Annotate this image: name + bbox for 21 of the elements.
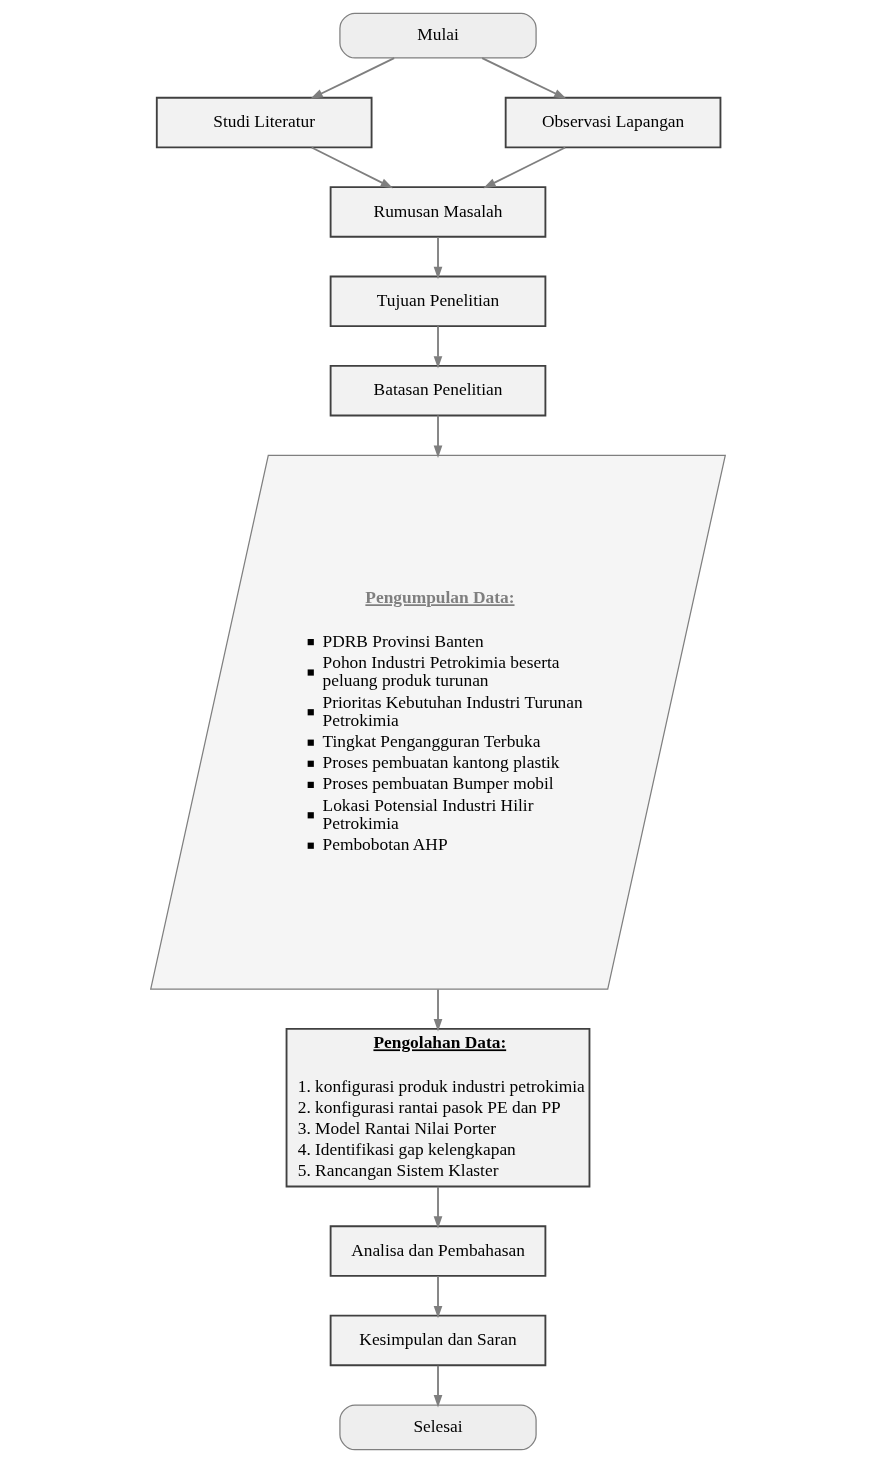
node-box: Selesai xyxy=(339,1404,537,1451)
arrow xyxy=(433,1185,443,1229)
arrow xyxy=(433,236,443,280)
arrow xyxy=(481,57,567,99)
node-box: Mulai xyxy=(339,12,537,59)
node-box: Batasan Penelitian xyxy=(329,364,547,417)
arrow xyxy=(433,1364,443,1408)
node-box: Pengolahan Data: 1. konfigurasi produk industri petrokimia 2. konfigurasi rantai pasok PE dan PP 3. Model Rantai Nilai Porter 4. Identifikasi gap kelengkapan 5. Rancangan Sistem Klaster xyxy=(285,1027,591,1188)
arrow xyxy=(310,57,396,99)
node-box: Rumusan Masalah xyxy=(329,186,547,238)
arrow xyxy=(433,1275,443,1319)
node-box: Tujuan Penelitian xyxy=(329,275,547,328)
node-box: Analisa dan Pembahasan xyxy=(329,1225,547,1277)
arrow xyxy=(433,325,443,369)
node-box: Studi Literatur xyxy=(155,96,373,149)
arrow xyxy=(310,146,394,189)
arrow xyxy=(433,414,443,458)
node-box: Kesimpulan dan Saran xyxy=(329,1314,547,1367)
arrow xyxy=(483,146,567,189)
arrow xyxy=(433,988,443,1032)
node-box: Observasi Lapangan xyxy=(504,96,722,149)
